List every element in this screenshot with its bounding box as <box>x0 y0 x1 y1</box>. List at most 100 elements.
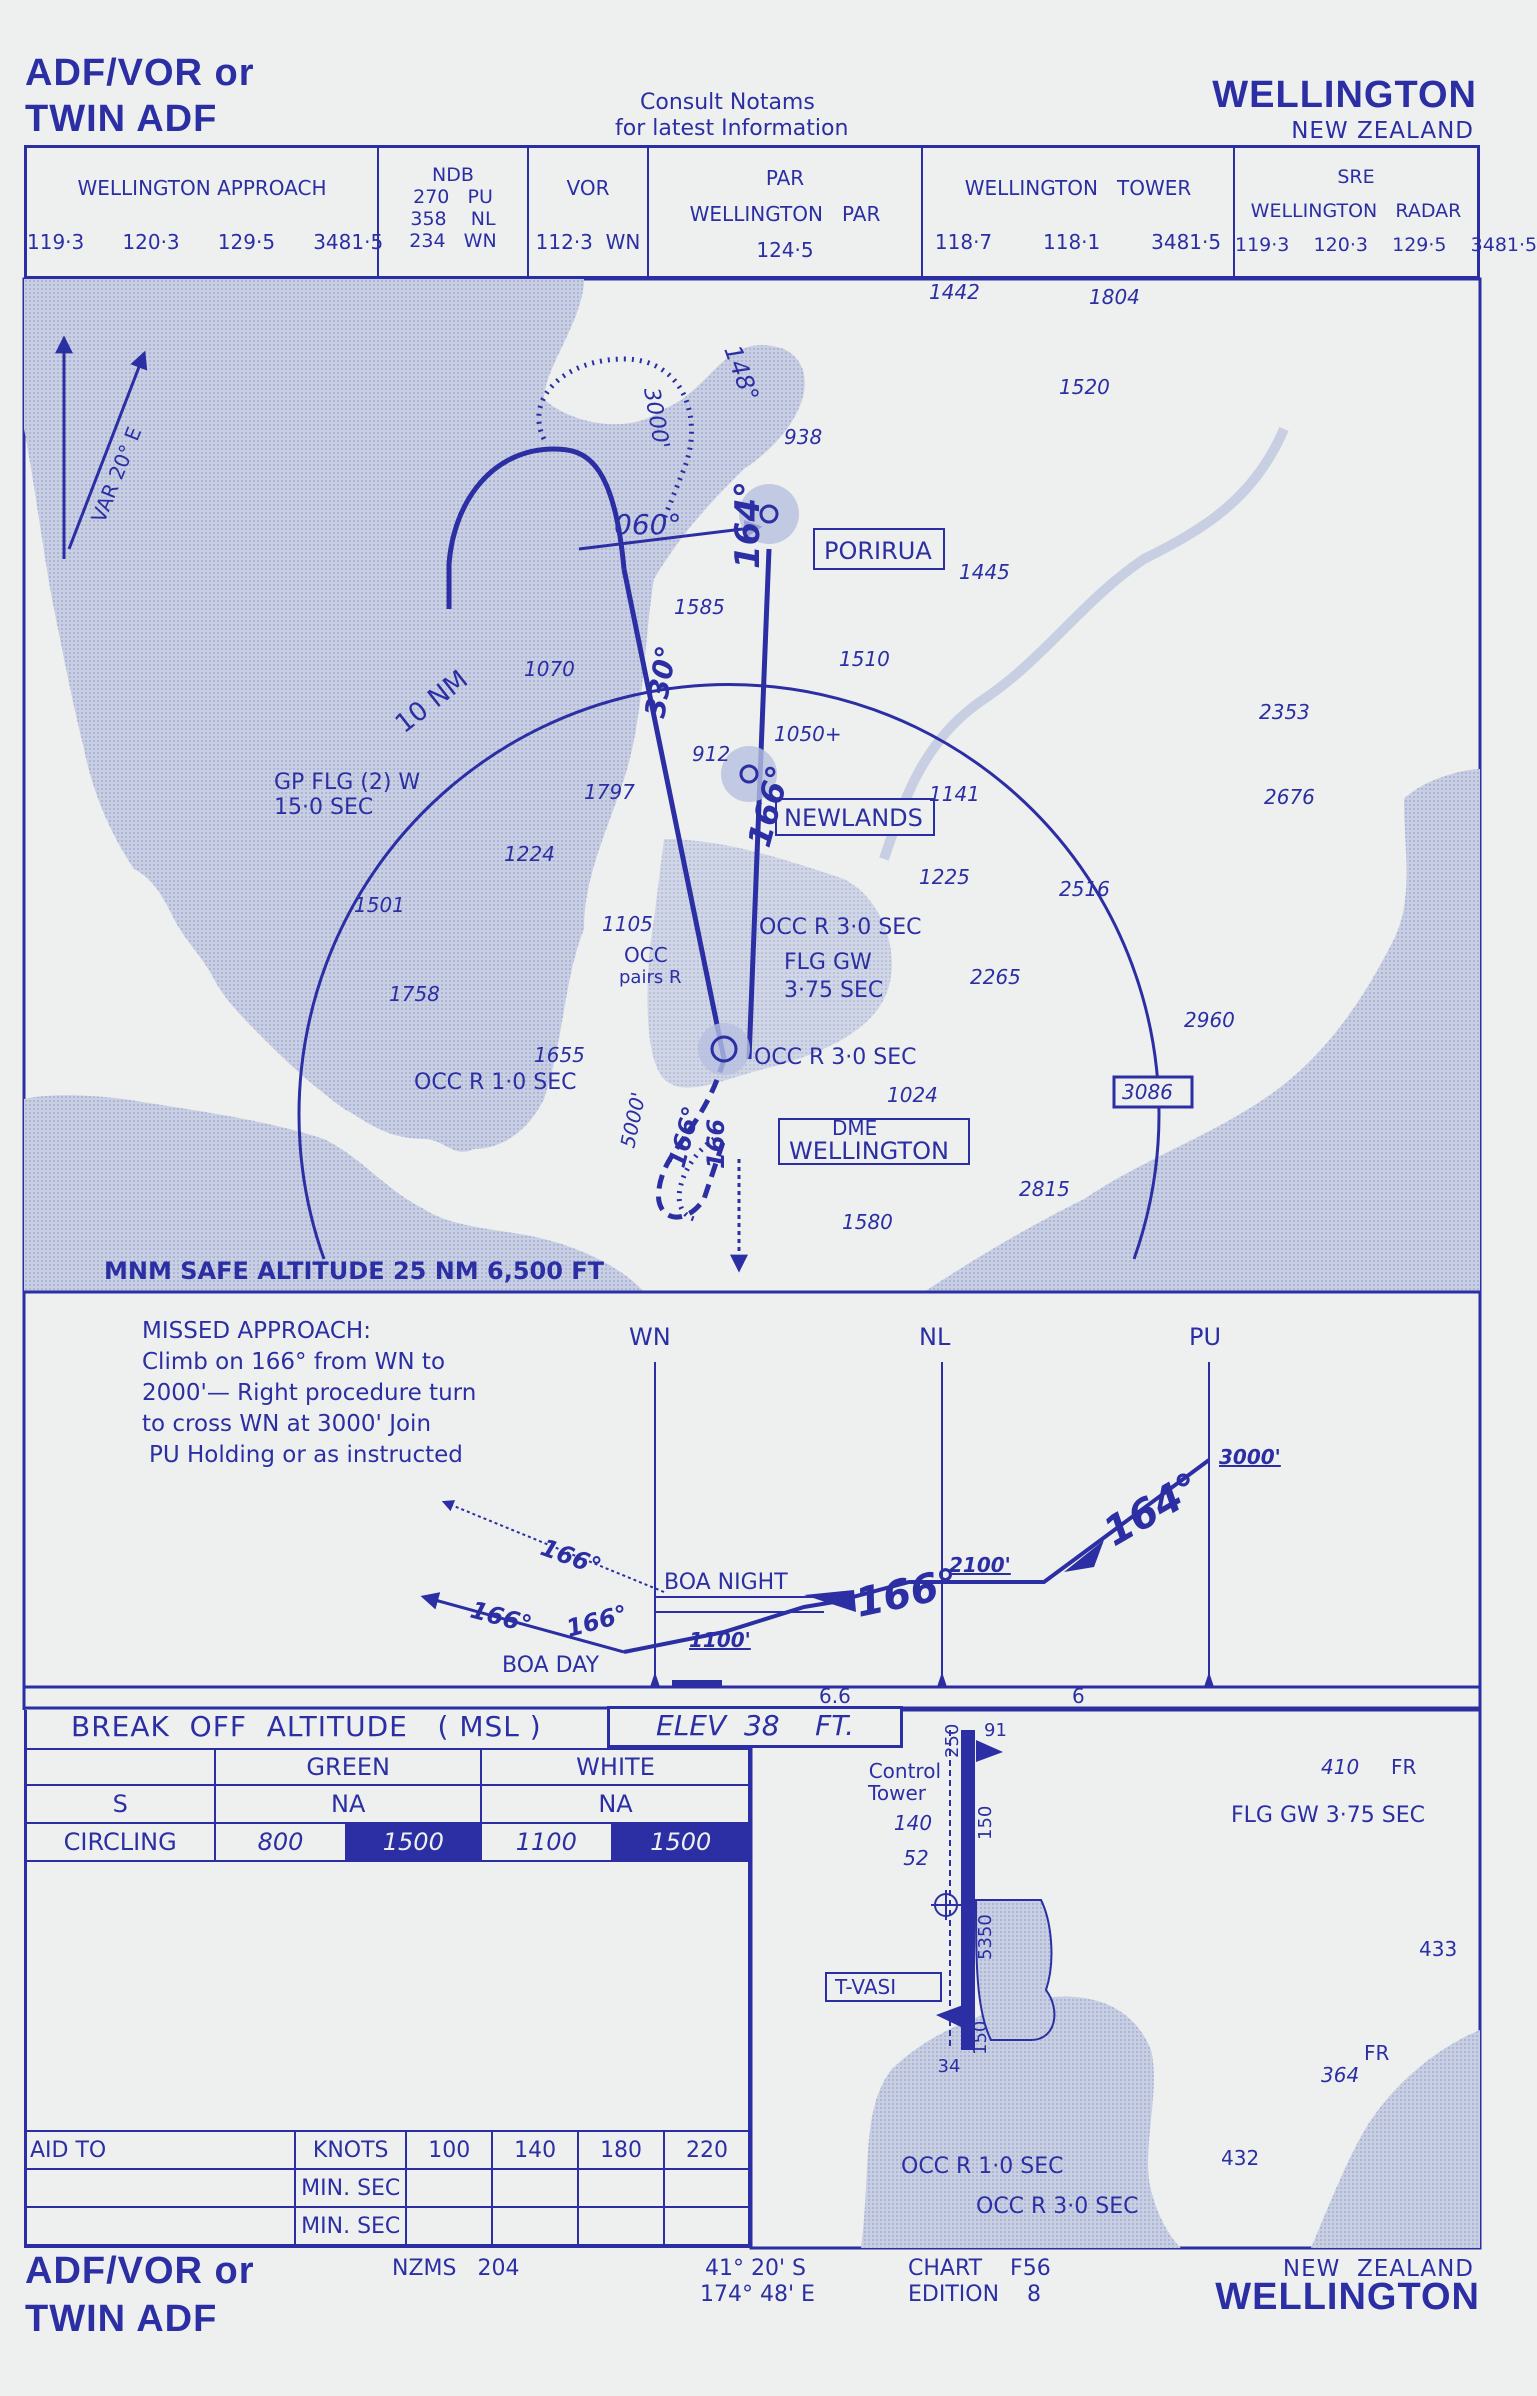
ten-nm-circle <box>297 683 1161 1260</box>
hdg-5000: 5000' <box>615 1090 650 1150</box>
profile-view: MISSED APPROACH: Climb on 166° from WN t… <box>22 1290 1482 1710</box>
spot-elevation: 1520 <box>1059 375 1110 399</box>
circling-green-1500: 1500 <box>344 1822 483 1862</box>
header-right-title: WELLINGTON <box>1212 74 1477 116</box>
freq-vor: VOR 112·3 WN <box>529 148 649 276</box>
ndb-name: NDB <box>432 164 474 186</box>
spot-elevation: 1050+ <box>774 722 842 746</box>
track-330 <box>621 568 727 1060</box>
hdg-166c: 166 <box>702 1119 730 1169</box>
aid-to-label: AID TO <box>23 2130 296 2170</box>
boa-title: BREAK OFF ALTITUDE ( MSL ) <box>71 1710 542 1743</box>
fix-wn: WN <box>629 1323 671 1351</box>
spot-elevation: 3086 <box>1122 1080 1173 1104</box>
circling-green-800: 800 <box>214 1822 347 1862</box>
wellington-vor <box>698 1023 750 1075</box>
circling-white-1500: 1500 <box>610 1822 752 1862</box>
spot-elevation: 1442 <box>929 280 980 304</box>
sre-name-1: SRE <box>1337 166 1375 188</box>
occ-r3-0: OCC R 3·0 SEC <box>976 2194 1139 2219</box>
spot-elevation: 1225 <box>919 865 970 889</box>
elev-432: 432 <box>1221 2146 1259 2170</box>
aerodrome-chart: Control Tower 140 52 250 91 150 5350 150… <box>749 1708 1482 2250</box>
elev-433: 433 <box>1419 1937 1457 1961</box>
aerodrome-land-east <box>1311 2030 1480 2248</box>
alt-1100: 1100' <box>689 1628 751 1652</box>
min-sec-2: MIN. SEC <box>294 2206 408 2246</box>
wellington-label: WELLINGTON <box>789 1137 949 1165</box>
spot-elevation: 1510 <box>839 647 890 671</box>
missed-3: 2000'— Right procedure turn <box>142 1380 476 1406</box>
tvasi-box <box>825 1972 942 2002</box>
profile-hdg-166: 166° <box>852 1560 963 1627</box>
spot-elevation: 1105 <box>602 912 653 936</box>
speed-140: 140 <box>491 2130 580 2170</box>
tower-name: WELLINGTON TOWER <box>964 176 1192 200</box>
occ-r1-0: OCC R 1·0 SEC <box>901 2154 1064 2179</box>
green-header: GREEN <box>214 1748 483 1786</box>
river <box>879 427 1289 861</box>
sre-freqs: 119·3 120·3 129·5 3481·5 <box>1235 234 1537 256</box>
vor-name: VOR <box>566 176 610 200</box>
notams-line-2: for latest Information <box>615 116 849 141</box>
spot-elevation: 1758 <box>389 982 440 1006</box>
occ-r3-1: OCC R 3·0 SEC <box>759 915 922 940</box>
track-164 <box>746 548 772 1060</box>
speed-100: 100 <box>405 2130 494 2170</box>
land-south <box>24 1095 644 1292</box>
header-left-title-1: ADF/VOR or <box>25 52 255 94</box>
newlands-label: NEWLANDS <box>784 804 923 832</box>
hold-pattern-solid <box>446 446 627 609</box>
footer-lat: 41° 20' S <box>705 2256 806 2281</box>
fix-pu: PU <box>1189 1323 1221 1351</box>
missed-4: to cross WN at 3000' Join <box>142 1411 431 1437</box>
spot-elevation: 1585 <box>674 595 725 619</box>
flg-gw-2: 3·75 SEC <box>784 978 883 1003</box>
dme-box <box>778 1118 970 1165</box>
timing-table: AID TO KNOTS 100 140 180 220 MIN. SEC MI… <box>23 2130 751 2246</box>
sre-name-2: WELLINGTON RADAR <box>1250 200 1462 222</box>
spot-elevation: 1070 <box>524 657 575 681</box>
notams-line-1: Consult Notams <box>640 90 815 115</box>
spot-elevation: 1804 <box>1089 285 1140 309</box>
rwy-250: 250 <box>942 1724 963 1758</box>
newlands-ndb <box>721 746 777 802</box>
harbour-shore <box>647 839 892 1088</box>
minima-table: GREEN WHITE S NA NA CIRCLING 800 1500 11… <box>23 1748 752 1862</box>
profile-hdg-164: 164° <box>1096 1464 1209 1556</box>
tower-freqs: 118·7 118·1 3481·5 <box>934 230 1222 254</box>
ndb-wn: 234 WN <box>409 230 497 252</box>
gp-flg-2: 15·0 SEC <box>274 795 373 820</box>
hold-pattern-dotted <box>536 356 694 520</box>
aerodrome-land-west <box>861 1996 1181 2248</box>
par-name-1: PAR <box>765 166 805 190</box>
alt-3000: 3000' <box>1219 1445 1281 1469</box>
spot-elevation: 938 <box>784 425 822 449</box>
missed-5: PU Holding or as instructed <box>149 1442 463 1468</box>
freq-approach: WELLINGTON APPROACH 119·3 120·3 129·5 34… <box>27 148 383 276</box>
hdg-164: 164° <box>728 481 768 569</box>
mnm-safe-altitude: MNM SAFE ALTITUDE 25 NM 6,500 FT <box>104 1257 605 1285</box>
rwy-34: 34 <box>938 2056 961 2077</box>
control-tower-1: Control <box>869 1759 941 1783</box>
tvasi-label: T-VASI <box>834 1975 896 1999</box>
tower-elev: 140 <box>894 1811 932 1835</box>
occ-r3-2: OCC R 3·0 SEC <box>754 1045 917 1070</box>
runway-apron <box>974 1899 1056 2041</box>
par-name-2: WELLINGTON PAR <box>689 202 881 226</box>
spot-elevation: 1655 <box>534 1043 585 1067</box>
porirua-box <box>813 528 945 570</box>
footer-country: NEW ZEALAND <box>1282 2256 1474 2282</box>
spot-elevation: 2265 <box>970 965 1021 989</box>
knots-label: KNOTS <box>294 2130 408 2170</box>
rwy-150b: 150 <box>970 2021 991 2055</box>
par-freq: 124·5 <box>756 238 814 262</box>
spot-elevation: 1445 <box>959 560 1010 584</box>
newlands-box <box>775 798 935 836</box>
fr364-2: 364 <box>1321 2063 1359 2087</box>
freq-sre: SRE WELLINGTON RADAR 119·3 120·3 129·5 3… <box>1235 148 1537 276</box>
dme-label: DME <box>832 1116 877 1140</box>
spot-elevation: 2353 <box>1259 700 1310 724</box>
ndb-pu: 270 PU <box>413 186 493 208</box>
